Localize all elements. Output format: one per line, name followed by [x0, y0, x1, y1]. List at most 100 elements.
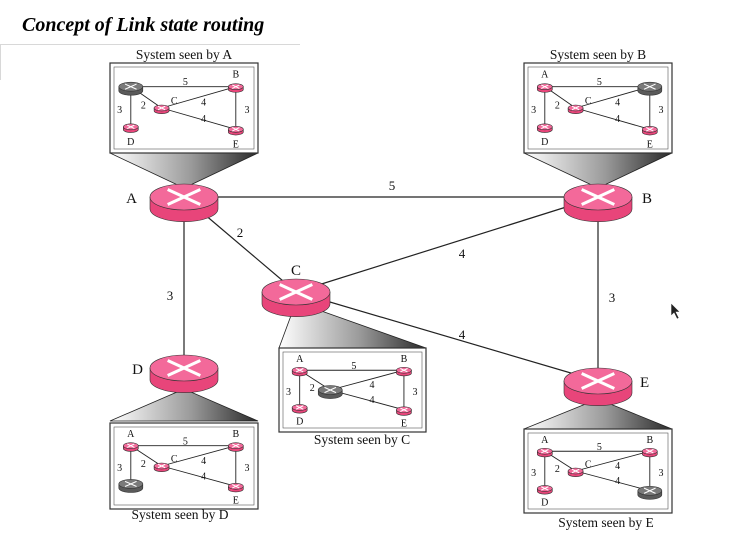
page-title: Concept of Link state routing [22, 14, 265, 36]
mini-router-label-d: D [296, 416, 303, 427]
mini-cost-A-D: 3 [117, 463, 122, 474]
mini-cost-C-E: 4 [615, 476, 620, 487]
mini-router-label-d: D [541, 137, 548, 148]
mini-router-a [536, 83, 553, 93]
mini-link-C-E [575, 107, 650, 130]
router-cross [643, 487, 656, 494]
router-label-e: E [640, 375, 649, 391]
router-cross [126, 124, 135, 130]
mini-router-label-c: C [171, 454, 178, 465]
mini-cost-A-C: 2 [141, 459, 146, 470]
view-frame [278, 347, 427, 433]
router-cross [645, 449, 654, 454]
link-cost-A-B: 5 [389, 178, 396, 193]
mini-cost-A-B: 5 [183, 436, 188, 447]
mini-cost-A-C: 2 [555, 101, 560, 112]
router-cross [295, 405, 304, 410]
mini-link-C-B [161, 445, 236, 467]
mini-cost-B-E: 3 [659, 105, 664, 116]
mini-cost-A-D: 3 [531, 468, 536, 479]
mini-cost-B-E: 3 [245, 105, 250, 116]
router-cross [324, 386, 337, 394]
mini-cost-C-E: 4 [201, 471, 206, 482]
link-cost-C-E: 4 [459, 327, 466, 342]
mini-router-label-c: C [585, 96, 592, 107]
mini-cost-C-B: 4 [615, 97, 620, 108]
router-cross [231, 127, 240, 132]
mini-cost-B-E: 3 [245, 463, 250, 474]
mini-router-c [317, 385, 343, 399]
mini-router-label-e: E [233, 139, 239, 150]
mini-router-c [567, 104, 584, 114]
router-cross [124, 83, 137, 90]
mini-router-label-c: C [171, 96, 178, 107]
mini-cost-C-E: 4 [201, 114, 206, 125]
mini-link-C-E [575, 470, 650, 492]
mini-router-d [123, 123, 139, 133]
mini-router-label-e: E [401, 419, 407, 430]
mini-router-c [567, 467, 584, 477]
view-label-c: System seen by C [314, 432, 410, 447]
mini-router-a [123, 442, 139, 452]
title-divider-vertical [0, 44, 1, 80]
router-cross [157, 463, 166, 469]
view-label-b: System seen by B [550, 47, 646, 62]
link-cost-B-E: 3 [609, 290, 616, 305]
mini-router-e [637, 485, 663, 500]
view-frame-inner [527, 66, 669, 150]
view-frame-inner [282, 351, 423, 429]
mini-router-b [396, 366, 412, 377]
mini-link-C-B [161, 86, 236, 109]
mini-link-C-B [330, 369, 405, 391]
mini-router-label-a: A [541, 70, 549, 81]
link-C-E [295, 291, 599, 382]
mini-router-e [228, 482, 244, 493]
router-cross [540, 486, 549, 491]
mini-cost-A-B: 5 [351, 361, 356, 372]
mini-cost-A-B: 5 [183, 77, 188, 88]
view-frame [109, 422, 259, 510]
view-fan-d [109, 388, 259, 422]
mini-router-label-a: A [127, 429, 135, 440]
router-cross [231, 84, 240, 89]
router-cross [645, 127, 654, 132]
router-a [149, 183, 219, 222]
mini-router-d [536, 123, 553, 133]
mini-router-e [396, 406, 412, 416]
link-cost-A-C: 2 [237, 225, 244, 240]
router-cross [124, 480, 137, 488]
mini-cost-A-B: 5 [597, 442, 602, 453]
router-cross [581, 188, 615, 206]
view-label-d: System seen by D [131, 507, 228, 522]
router-label-d: D [132, 362, 143, 378]
router-cross [581, 372, 615, 390]
mini-router-c [153, 104, 170, 114]
view-fan-a [109, 152, 259, 189]
router-cross [126, 443, 135, 448]
router-c [261, 278, 331, 317]
router-cross [400, 407, 408, 412]
title-divider [0, 44, 300, 45]
router-label-b: B [642, 191, 652, 207]
mini-cost-A-B: 5 [597, 77, 602, 88]
mini-router-label-d: D [541, 497, 548, 508]
mini-router-e [228, 126, 244, 136]
mini-router-b [637, 81, 663, 96]
view-frame [523, 62, 673, 154]
mini-cost-C-B: 4 [201, 456, 206, 467]
mini-router-e [641, 126, 658, 136]
view-frame-inner [113, 66, 255, 150]
mini-link-C-B [575, 450, 650, 472]
mini-router-b [228, 442, 244, 452]
view-frame [109, 62, 259, 154]
mini-cost-A-D: 3 [531, 105, 536, 116]
router-d [149, 354, 219, 393]
mini-link-C-B [575, 86, 650, 109]
mini-router-c [153, 462, 170, 472]
mini-cost-A-C: 2 [141, 101, 146, 112]
